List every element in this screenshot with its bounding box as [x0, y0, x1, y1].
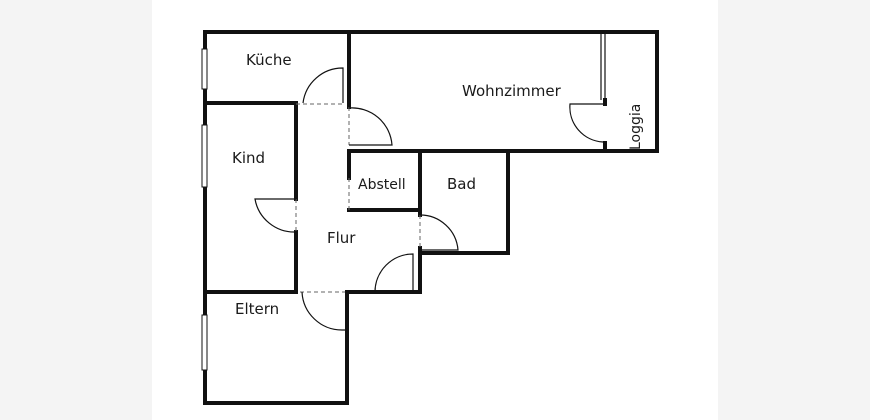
door-eltern — [301, 291, 345, 331]
label-kind: Kind — [232, 149, 265, 167]
windows — [201, 48, 208, 371]
door-bad — [419, 214, 459, 251]
window-eltern — [201, 314, 208, 371]
room-labels: Küche Wohnzimmer Loggia Kind Abstell Bad… — [232, 51, 644, 318]
door-flur-entry — [374, 253, 414, 293]
floor-plan-canvas: Küche Wohnzimmer Loggia Kind Abstell Bad… — [152, 0, 718, 420]
door-kueche — [302, 67, 344, 104]
label-wohnzimmer: Wohnzimmer — [462, 82, 562, 100]
door-openings — [295, 103, 421, 293]
label-bad: Bad — [447, 175, 476, 193]
doors — [254, 67, 604, 331]
label-abstell: Abstell — [358, 177, 406, 193]
outer-wall — [203, 30, 659, 405]
label-kueche: Küche — [246, 51, 292, 69]
door-loggia — [569, 103, 604, 143]
window-kind — [201, 124, 208, 188]
label-loggia: Loggia — [628, 104, 644, 150]
label-eltern: Eltern — [235, 300, 279, 318]
door-wohnzimmer — [348, 107, 393, 146]
walls — [203, 30, 659, 405]
door-kind — [254, 198, 297, 233]
label-flur: Flur — [327, 229, 356, 247]
window-kueche — [201, 48, 208, 90]
